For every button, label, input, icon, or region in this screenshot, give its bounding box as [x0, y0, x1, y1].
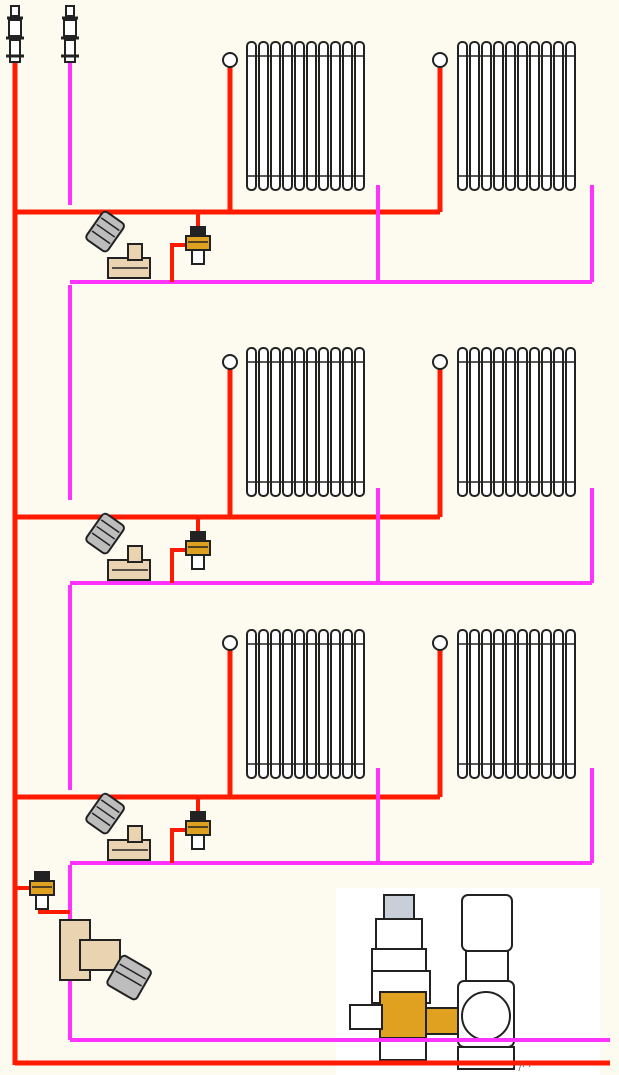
radiator-icon — [458, 630, 575, 778]
corner-label: · /· · — [512, 1062, 532, 1073]
air-vent-icon — [4, 4, 26, 64]
balancing-valve-icon — [83, 791, 151, 861]
shutoff-valve-icon — [185, 225, 211, 265]
shutoff-valve-icon — [185, 810, 211, 850]
radiator-icon — [247, 348, 364, 496]
floor-1 — [15, 42, 594, 284]
shutoff-valve-icon — [185, 530, 211, 570]
balancing-valve-icon — [83, 511, 151, 581]
air-vent-icon — [59, 4, 81, 64]
balancing-valve-icon — [83, 209, 151, 279]
floor-3 — [15, 630, 594, 865]
floor-2 — [15, 348, 594, 585]
shutoff-valve-icon — [29, 870, 55, 910]
radiator-icon — [458, 348, 575, 496]
balancing-valve-icon — [59, 919, 152, 1001]
mixing-valve-icon — [336, 888, 610, 1075]
radiator-icon — [458, 42, 575, 190]
radiator-icon — [247, 42, 364, 190]
radiator-icon — [247, 630, 364, 778]
